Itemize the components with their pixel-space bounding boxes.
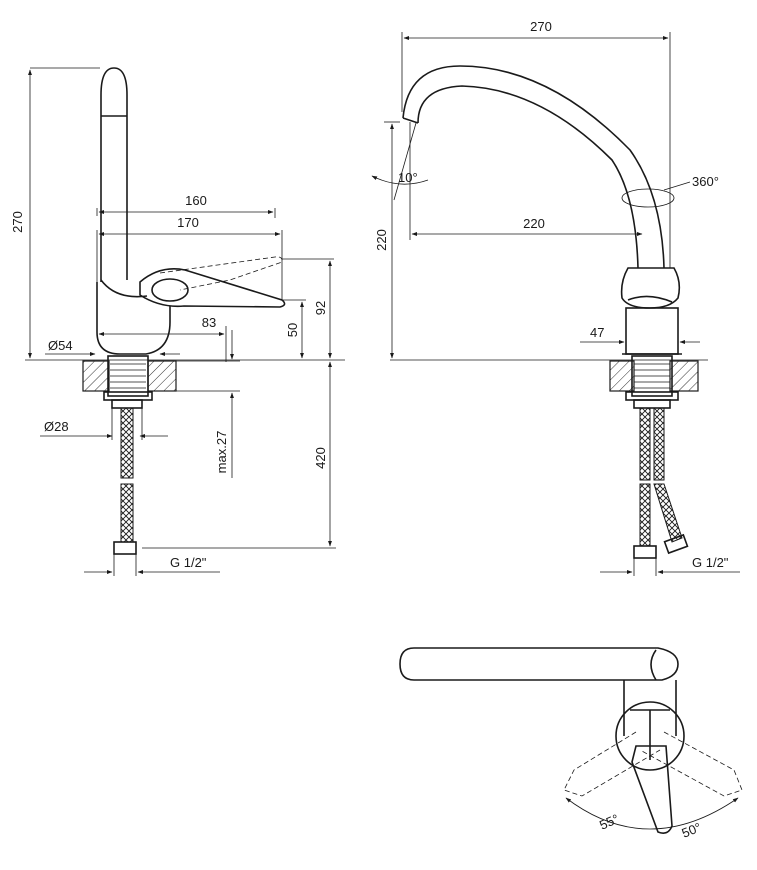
side-body: [96, 282, 171, 355]
front-dim-270: 270: [530, 19, 552, 34]
top-lever: [631, 745, 673, 834]
front-dim-220-vertical: 220: [374, 229, 389, 251]
side-dim-thread: G 1/2": [170, 555, 207, 570]
front-hose-right-lower: [653, 483, 683, 543]
side-sink-plate-right: [147, 360, 177, 392]
side-dim-270: 270: [10, 211, 25, 233]
side-lever-raised: [159, 256, 283, 291]
front-view: 270 10° 360° 220 220 47 G 1/2": [371, 19, 740, 576]
top-lever-right: [639, 731, 743, 797]
side-dim-d54: Ø54: [48, 338, 73, 353]
front-dim-10deg: 10°: [398, 170, 418, 185]
front-hose-left-upper: [639, 407, 651, 481]
side-dim-83: 83: [202, 315, 216, 330]
top-spout: [399, 647, 679, 681]
side-view: 270 160 170 92 50 83 Ø54 Ø28: [10, 67, 345, 576]
top-lever-left: [563, 731, 661, 797]
front-sink-plate-left: [609, 360, 635, 392]
top-dim-55deg: 55°: [597, 811, 621, 833]
side-dim-420: 420: [313, 447, 328, 469]
front-hose-left-lower: [639, 483, 651, 547]
side-hose-fitting: [113, 541, 137, 555]
side-dim-d28: Ø28: [44, 419, 69, 434]
side-spout-column: [100, 67, 128, 282]
side-dim-max27: max.27: [214, 431, 229, 474]
side-lever: [139, 268, 286, 308]
front-dim-220-horizontal: 220: [523, 216, 545, 231]
side-dim-50: 50: [285, 323, 300, 337]
side-hose-upper: [120, 407, 134, 479]
front-dim-thread: G 1/2": [692, 555, 729, 570]
top-dim-50deg: 50°: [680, 820, 704, 841]
side-dim-160: 160: [185, 193, 207, 208]
front-hose-right-upper: [653, 407, 665, 481]
top-view: 55° 50°: [399, 647, 743, 841]
front-sink-plate-right: [669, 360, 699, 392]
side-dim-92: 92: [313, 301, 328, 315]
front-spout-arc: [402, 65, 665, 269]
side-sink-plate-left: [82, 360, 110, 392]
front-dim-47: 47: [590, 325, 604, 340]
side-hose-lower: [120, 483, 134, 543]
front-dim-360deg: 360°: [692, 174, 719, 189]
side-dim-170: 170: [177, 215, 199, 230]
